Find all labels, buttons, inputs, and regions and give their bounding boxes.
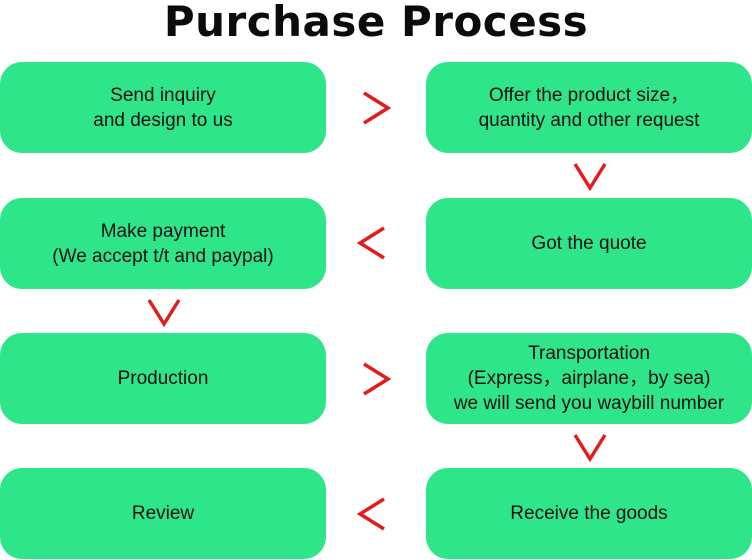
- step-make-payment: Make payment (We accept t/t and paypal): [0, 198, 326, 289]
- step-send-inquiry: Send inquiry and design to us: [0, 62, 326, 153]
- step-receive-goods: Receive the goods: [426, 468, 752, 559]
- arrow-down-icon: [570, 427, 610, 467]
- step-offer-details: Offer the product size， quantity and oth…: [426, 62, 752, 153]
- page-title: Purchase Process: [163, 0, 589, 46]
- step-transportation: Transportation (Express，airplane，by sea)…: [426, 333, 752, 424]
- arrow-right-icon: [356, 359, 396, 399]
- arrow-left-icon: [352, 494, 392, 534]
- arrow-down-icon: [570, 156, 610, 196]
- arrow-right-icon: [356, 88, 396, 128]
- step-got-quote: Got the quote: [426, 198, 752, 289]
- arrow-down-icon: [144, 292, 184, 332]
- arrow-left-icon: [352, 223, 392, 263]
- step-review: Review: [0, 468, 326, 559]
- step-production: Production: [0, 333, 326, 424]
